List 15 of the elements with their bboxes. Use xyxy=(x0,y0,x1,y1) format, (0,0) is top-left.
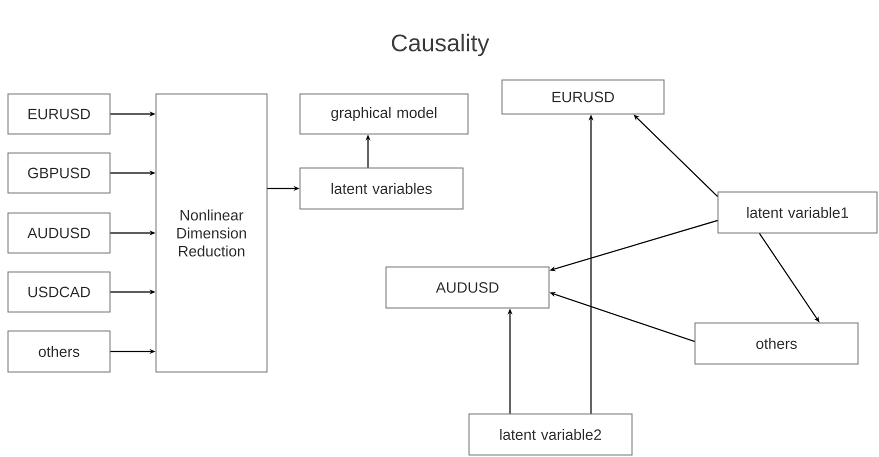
box: EURUSD xyxy=(502,80,664,114)
box: latent variable2 xyxy=(468,413,632,456)
arrow xyxy=(634,114,718,197)
box: latent variables xyxy=(300,168,464,210)
title: Causality xyxy=(392,34,490,56)
box: GBPUSD xyxy=(8,152,110,194)
box: EURUSD xyxy=(8,94,110,134)
box: USDCAD xyxy=(8,272,110,312)
box: others xyxy=(694,322,858,364)
box: graphical model xyxy=(300,94,468,134)
box: latent variable1 xyxy=(718,192,878,234)
box: others xyxy=(8,330,110,372)
box: AUDUSD xyxy=(386,266,550,308)
process-box: Nonlinear Dimension Reduction xyxy=(156,94,268,372)
box: AUDUSD xyxy=(8,212,110,254)
